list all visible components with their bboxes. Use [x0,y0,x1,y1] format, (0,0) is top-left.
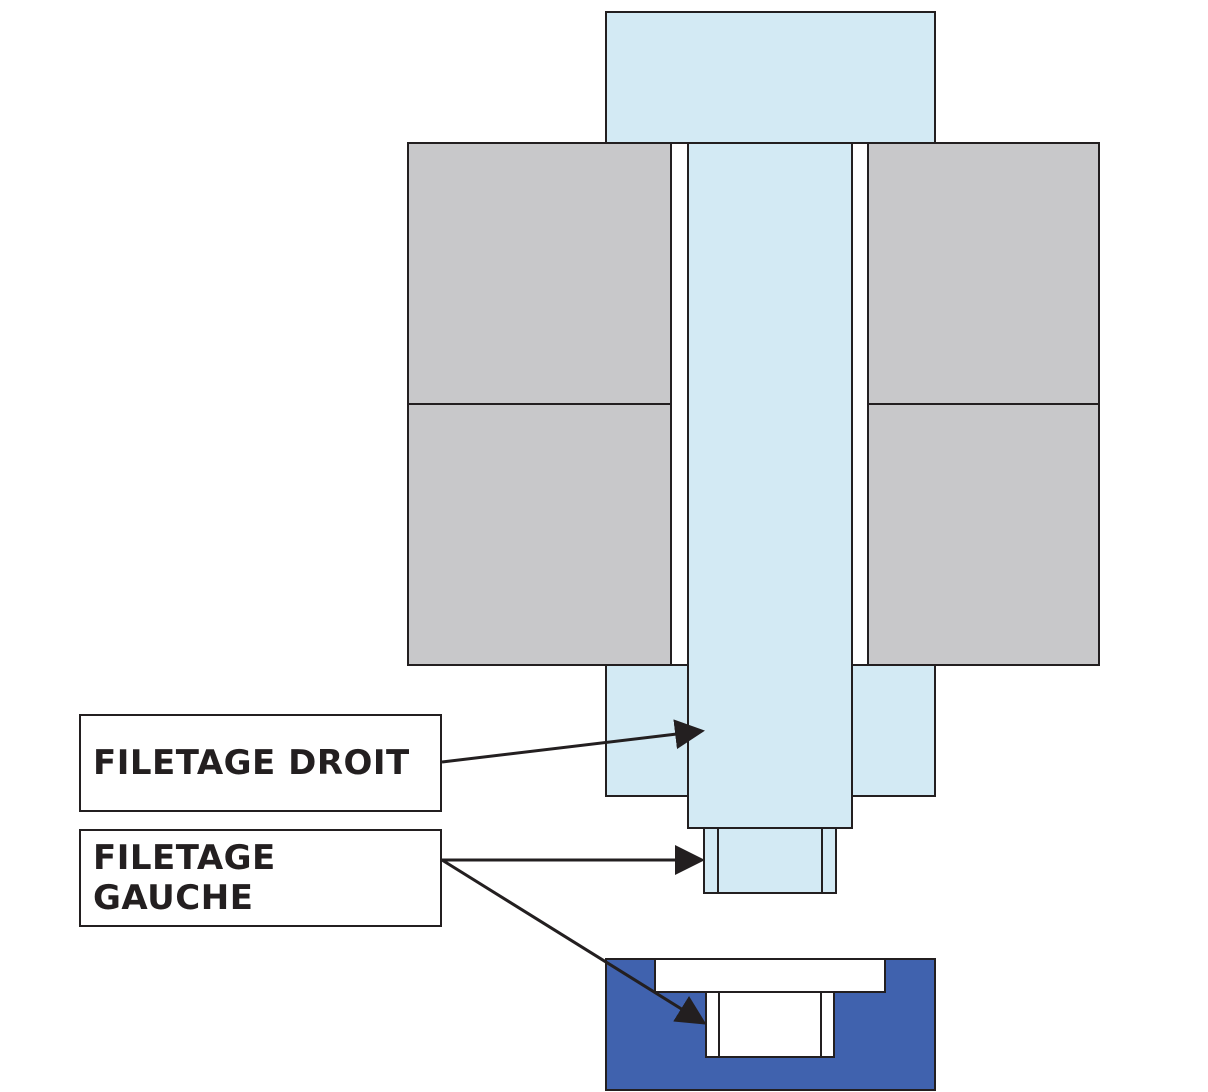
block-right-bottom [867,403,1100,666]
label-left-thread: FILETAGE GAUCHE [79,829,442,927]
main-shaft [687,142,853,829]
label-right-thread: FILETAGE DROIT [79,714,442,812]
block-left-bottom [407,403,672,666]
base-nut-bore [705,991,835,1058]
shaft-tip [703,827,837,894]
label-right-thread-text: FILETAGE DROIT [93,743,410,783]
shaft-top-cap [605,11,936,144]
block-left-top [407,142,672,405]
gap-right [851,142,869,666]
label-left-thread-text: FILETAGE GAUCHE [93,838,276,918]
arrow-right-thread [441,719,705,764]
base-nut-slot [654,958,886,993]
arrow-left-thread-nut [441,858,707,1025]
block-right-top [867,142,1100,405]
gap-left [670,142,689,666]
